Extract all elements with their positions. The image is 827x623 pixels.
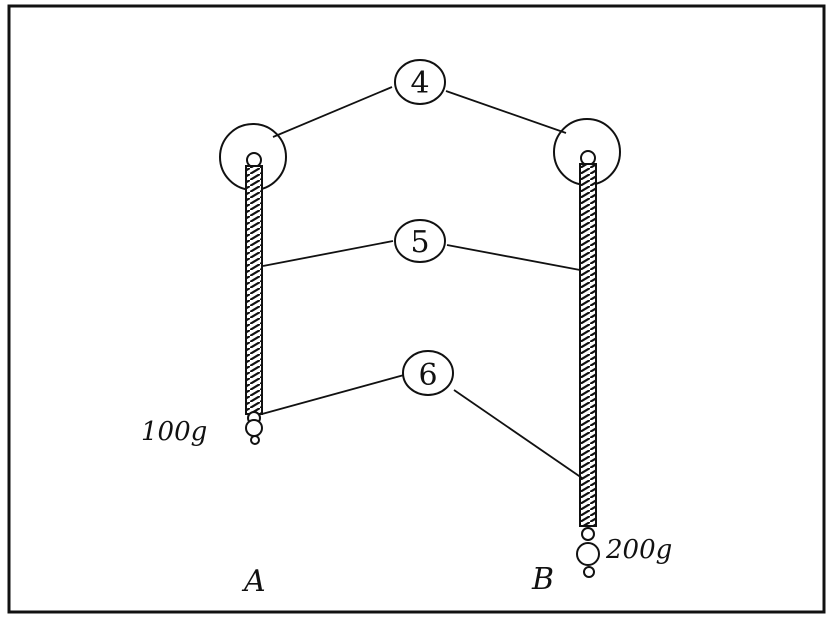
pulley-b-axle [580,150,596,166]
mass-a-label: 100g [141,417,207,447]
mass-b [576,542,600,566]
callout-6: 6 [402,350,454,396]
callout-6-circle [402,350,454,396]
leader-6-right [453,389,583,479]
callout-4-circle [394,59,446,105]
leader-4-left [272,86,393,138]
mass-a-bottom [250,435,260,445]
diagram-frame [7,4,826,614]
setup-a [219,123,287,445]
leader-5-right [446,244,581,271]
leader-4-right [445,90,567,134]
callout-5-label: 5 [410,225,429,260]
leader-5-left [262,240,394,267]
mass-a [245,419,263,437]
mass-b-bottom [583,566,595,578]
mass-b-label: 200g [605,535,672,565]
leader-6-left [261,374,405,415]
callout-4: 4 [394,59,446,105]
callout-4-label: 4 [410,66,429,101]
setup-a-label: A [241,564,266,599]
setup-b-label: B [531,562,554,597]
spring-a [245,165,263,415]
callout-5-circle [394,219,446,263]
pulley-a-axle [246,152,262,168]
spring-b [579,163,597,527]
callout-6-label: 6 [418,358,437,393]
mass-b-top [581,527,595,541]
setup-b [553,118,621,578]
callout-5: 5 [394,219,446,263]
leader-lines [261,86,583,479]
